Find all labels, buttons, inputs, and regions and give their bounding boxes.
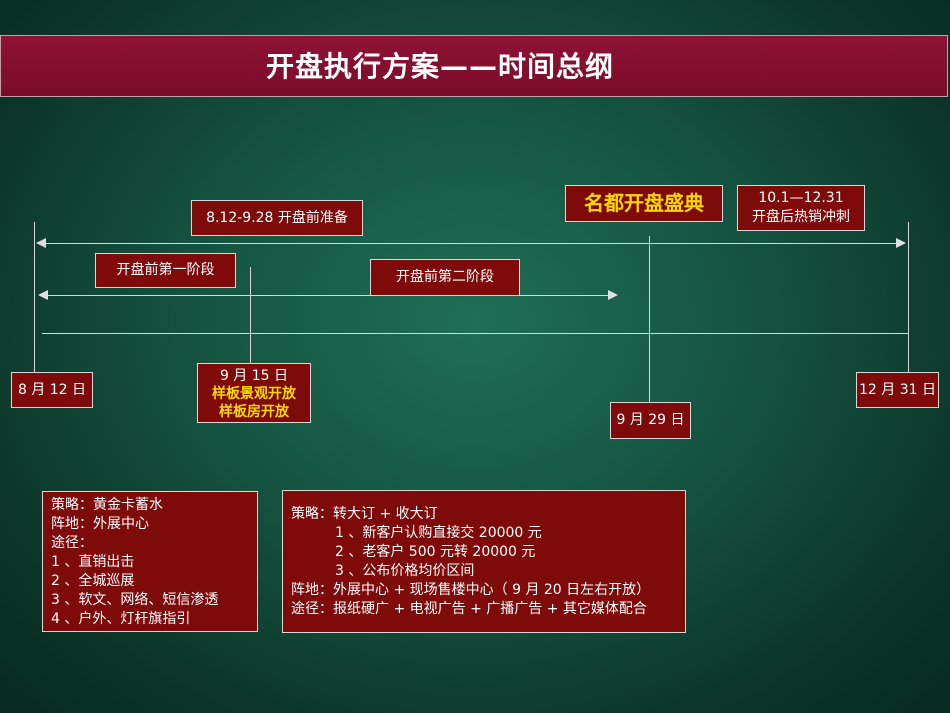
date-sep15-label: 9 月 15 日 样板景观开放 样板房开放 bbox=[197, 363, 311, 423]
phase2-strategy-box: 策略：转大订 + 收大订 1 、新客户认购直接交 20000 元 2 、老客户 … bbox=[282, 490, 686, 633]
date-sep29-label: 9 月 29 日 bbox=[610, 402, 691, 439]
phase2-text: 开盘前第二阶段 bbox=[396, 269, 494, 285]
sep15-event-landscape: 样板景观开放 bbox=[212, 386, 296, 402]
phase2-strategy-item: 1 、新客户认购直接交 20000 元 bbox=[335, 525, 542, 541]
post-opening-date: 10.1—12.31 bbox=[758, 190, 844, 206]
phase2-label: 开盘前第二阶段 bbox=[370, 259, 520, 296]
date-sep15-text: 9 月 15 日 bbox=[219, 368, 289, 384]
phase2-channels: 途径：报纸硬广 + 电视广告 + 广播广告 + 其它媒体配合 bbox=[291, 601, 647, 617]
phase1-channels-heading: 途径： bbox=[51, 535, 93, 551]
marker-dec31 bbox=[908, 222, 909, 372]
marker-aug12 bbox=[34, 222, 35, 372]
arrow-right-head bbox=[608, 290, 618, 300]
date-start-label: 8 月 12 日 bbox=[11, 372, 93, 408]
arrow-right-head bbox=[896, 238, 906, 248]
opening-ceremony-text: 名都开盘盛典 bbox=[584, 191, 704, 215]
phase2-position: 阵地：外展中心 + 现场售楼中心（ 9 月 20 日左右开放） bbox=[291, 582, 651, 598]
post-opening-text: 开盘后热销冲刺 bbox=[752, 209, 850, 225]
phase1-channel-item: 3 、软文、网络、短信渗透 bbox=[51, 592, 219, 608]
arrow-full-range bbox=[42, 243, 900, 244]
timeline-base-line bbox=[42, 333, 908, 334]
opening-ceremony-label: 名都开盘盛典 bbox=[565, 185, 723, 222]
title-bar: 开盘执行方案——时间总纲 bbox=[0, 35, 948, 97]
phase1-position: 阵地：外展中心 bbox=[51, 516, 149, 532]
phase1-channel-item: 4 、户外、灯杆旗指引 bbox=[51, 611, 191, 627]
sep15-event-showroom: 样板房开放 bbox=[219, 404, 289, 420]
post-opening-label: 10.1—12.31 开盘后热销冲刺 bbox=[737, 185, 865, 231]
phase1-channel-item: 2 、全城巡展 bbox=[51, 573, 135, 589]
phase1-strategy-box: 策略：黄金卡蓄水 阵地：外展中心 途径： 1 、直销出击 2 、全城巡展 3 、… bbox=[42, 491, 258, 632]
phase1-channel-item: 1 、直销出击 bbox=[51, 554, 135, 570]
phase1-text: 开盘前第一阶段 bbox=[116, 262, 215, 278]
date-start-text: 8 月 12 日 bbox=[17, 382, 87, 398]
marker-sep15 bbox=[250, 267, 251, 363]
phase1-strategy: 策略：黄金卡蓄水 bbox=[51, 497, 163, 513]
arrow-pre-opening bbox=[44, 295, 612, 296]
marker-sep29 bbox=[649, 236, 650, 402]
date-sep29-text: 9 月 29 日 bbox=[616, 412, 685, 428]
prep-period-text: 8.12-9.28 开盘前准备 bbox=[206, 210, 348, 226]
date-end-text: 12 月 31 日 bbox=[859, 382, 936, 398]
phase1-label: 开盘前第一阶段 bbox=[95, 253, 236, 288]
arrow-left-head bbox=[36, 238, 46, 248]
page-title: 开盘执行方案——时间总纲 bbox=[265, 50, 614, 83]
prep-period-label: 8.12-9.28 开盘前准备 bbox=[191, 200, 363, 236]
phase2-strategy-item: 3 、公布价格均价区间 bbox=[335, 563, 475, 579]
arrow-left-head bbox=[38, 290, 48, 300]
date-end-label: 12 月 31 日 bbox=[856, 372, 939, 408]
phase2-strategy: 策略：转大订 + 收大订 bbox=[291, 506, 438, 522]
phase2-strategy-item: 2 、老客户 500 元转 20000 元 bbox=[335, 544, 536, 560]
